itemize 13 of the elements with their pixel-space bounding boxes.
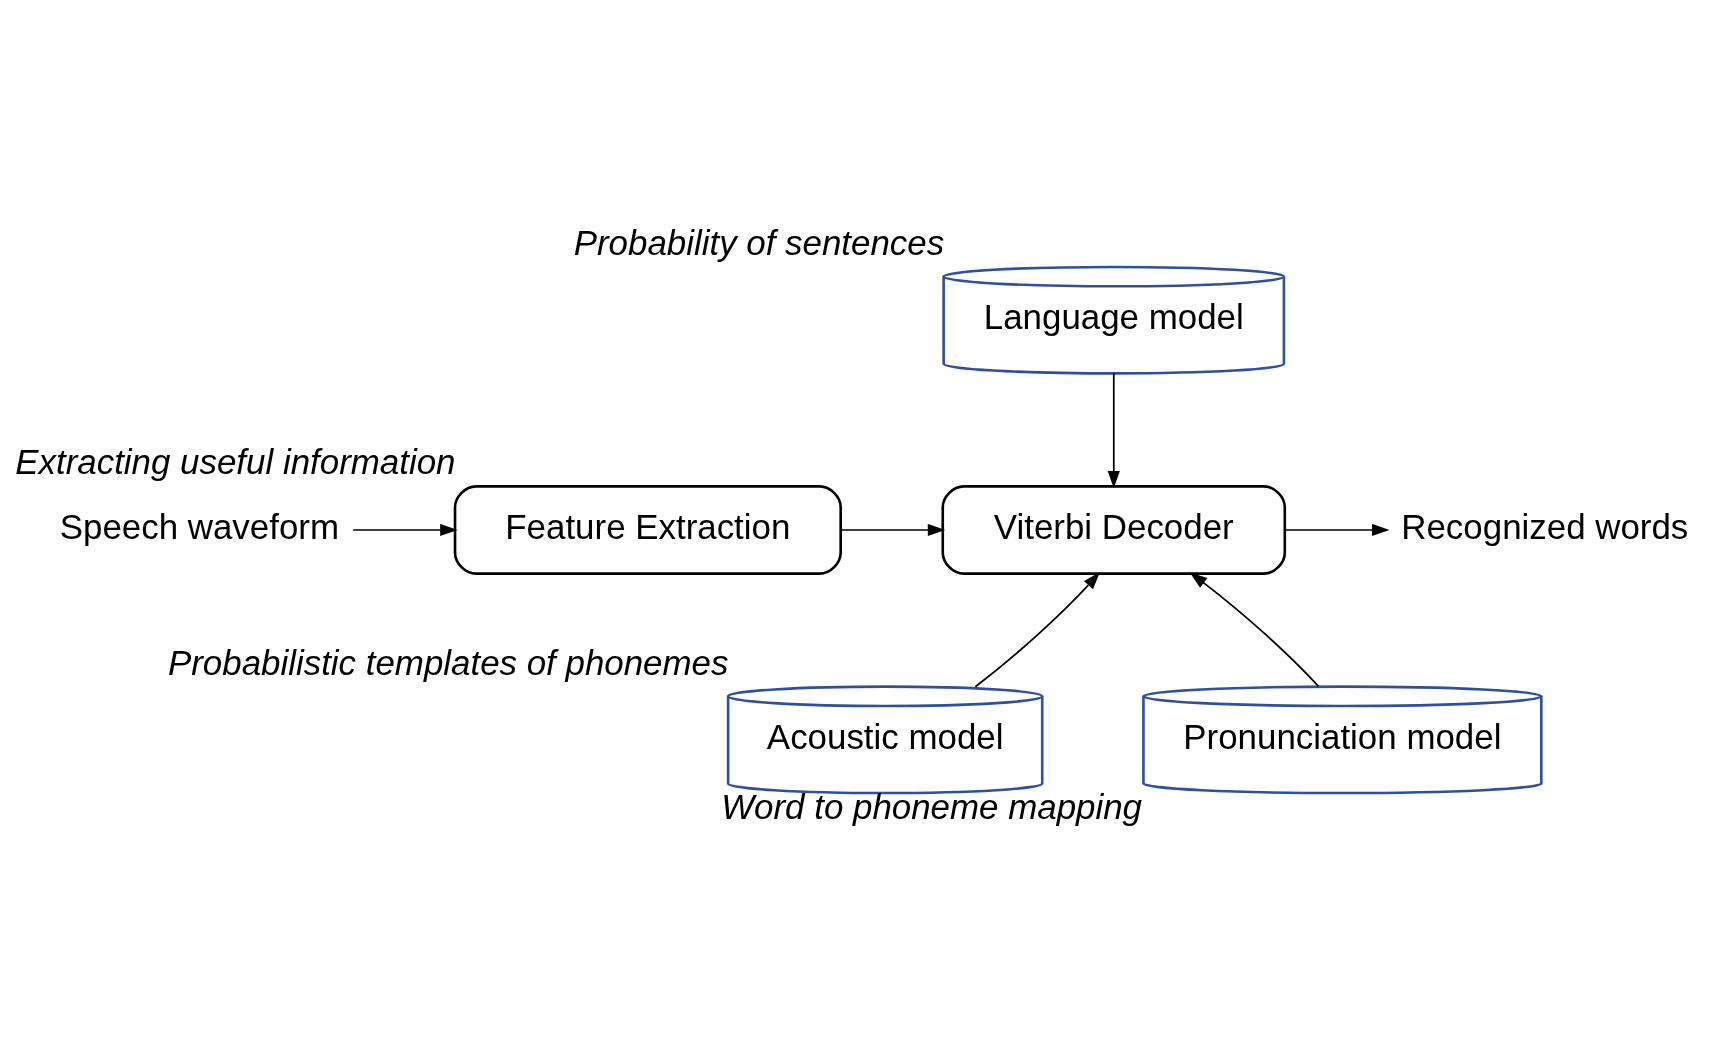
arrow	[352, 523, 458, 537]
node-box: Feature Extraction	[453, 485, 842, 575]
node-text: Speech waveform	[59, 506, 340, 546]
node-label: Extracting useful information	[15, 442, 456, 482]
node-label: Probability of sentences	[573, 223, 945, 263]
arrow	[1284, 523, 1390, 537]
arrow	[1107, 372, 1120, 489]
arrow	[1189, 572, 1320, 688]
node-text: Recognized words	[1401, 506, 1689, 546]
node-label: Probabilistic templates of phonemes	[167, 642, 729, 682]
arrow	[839, 523, 946, 537]
arrow	[974, 572, 1101, 688]
node-box: Viterbi Decoder	[941, 485, 1287, 575]
